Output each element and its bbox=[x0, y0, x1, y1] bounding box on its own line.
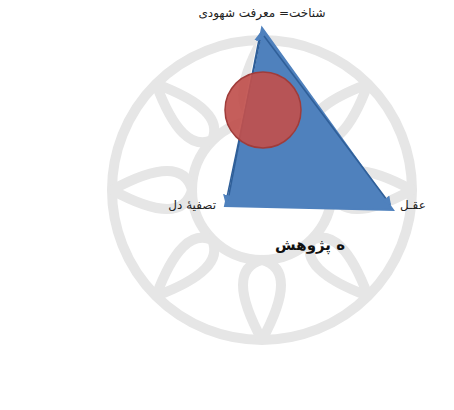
circle bbox=[225, 72, 301, 148]
triangle bbox=[225, 28, 393, 210]
vertex-label: تصفیهٔ دل bbox=[168, 198, 216, 214]
vertex-label: عقـل bbox=[400, 198, 426, 214]
vertex-label: شناخت= معرفت شهودی bbox=[198, 6, 325, 22]
heading-fragment: ه پژوهش bbox=[275, 236, 345, 256]
